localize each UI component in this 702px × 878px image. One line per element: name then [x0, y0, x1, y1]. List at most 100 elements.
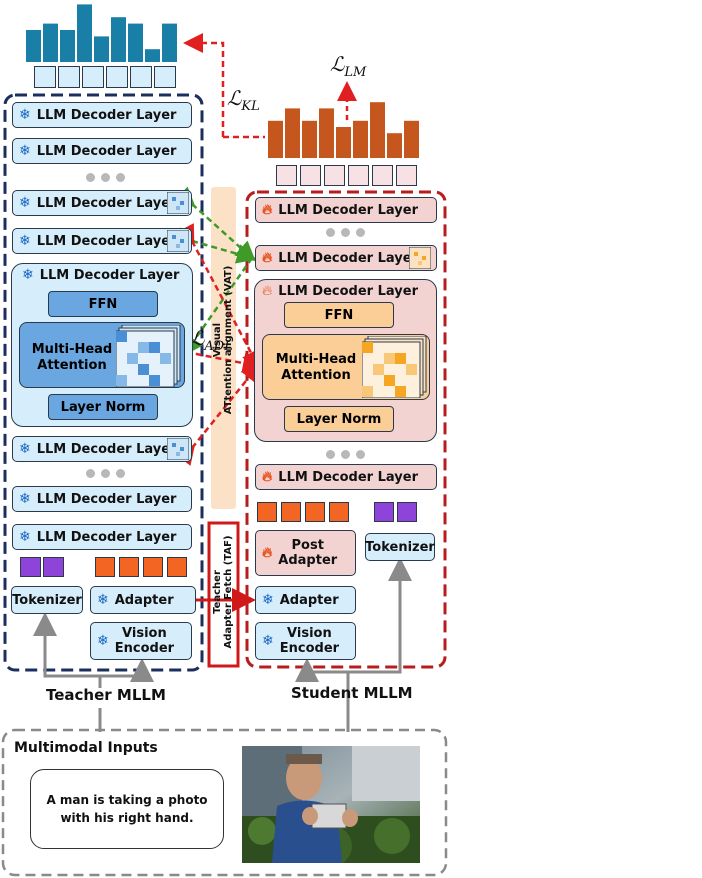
- student-output-tokens: [276, 165, 417, 186]
- snowflake-icon: ❄: [97, 633, 109, 649]
- student-ffn: FFN: [284, 302, 394, 328]
- teacher-title: Teacher MLLM: [46, 686, 166, 704]
- teacher-tokenizer-label: Tokenizer: [12, 592, 82, 608]
- teacher-ellipsis: [86, 469, 125, 478]
- teacher-decoder-label: LLM Decoder Layer: [36, 195, 177, 211]
- student-adapter-label: Adapter: [279, 592, 339, 608]
- inputs-title: Multimodal Inputs: [14, 740, 158, 756]
- teacher-ffn: FFN: [48, 291, 158, 317]
- teacher-ellipsis: [86, 173, 125, 182]
- fire-icon: 🔥︎: [262, 283, 273, 299]
- student-mha-line1: Multi-Head: [275, 352, 357, 367]
- teacher-decoder-layer: ❄LLM Decoder Layer: [12, 102, 192, 128]
- teacher-decoder-layer: ❄ LLM Decoder Layer: [12, 486, 192, 512]
- snowflake-icon: ❄: [262, 633, 274, 649]
- loss-adl-sub: ADL: [204, 339, 233, 354]
- student-output-token: [324, 165, 345, 186]
- text-token: [397, 502, 417, 522]
- loss-lm-symbol: ℒ: [330, 52, 345, 76]
- loss-kl-sub: KL: [241, 99, 260, 114]
- vat-label: Visual ATtention alignment (VAT): [212, 180, 236, 500]
- ellipsis-dot: [86, 173, 95, 182]
- student-decoder-label: LLM Decoder Layer: [278, 250, 418, 266]
- taf-label: Teacher Adapter Fetch (TAF): [212, 524, 236, 660]
- ellipsis-dot: [326, 450, 335, 459]
- teacher-decoder-layer: ❄ LLM Decoder Layer: [12, 436, 192, 462]
- teacher-output-token: [58, 66, 80, 88]
- teacher-logit-bar: [60, 30, 75, 62]
- text-input-box: A man is taking a photo with his right h…: [30, 769, 224, 849]
- vat-label-line1: Visual: [212, 322, 223, 358]
- teacher-logit-bar: [145, 49, 160, 62]
- fire-icon: 🔥︎: [262, 469, 273, 485]
- inputs-frame: [1, 728, 448, 877]
- ellipsis-dot: [326, 228, 335, 237]
- student-title: Student MLLM: [291, 684, 413, 702]
- fire-icon: 🔥︎: [262, 545, 273, 561]
- teacher-vision-line1: Vision: [122, 626, 167, 641]
- student-expanded-title: 🔥︎LLM Decoder Layer: [262, 283, 418, 299]
- teacher-logit-bar: [111, 17, 126, 62]
- loss-adl-label: ℒADL: [190, 326, 233, 354]
- student-ellipsis: [326, 450, 365, 459]
- attention-map-icon: [167, 192, 189, 214]
- student-vision-line1: Vision: [287, 626, 332, 641]
- student-decoder-label: LLM Decoder Layer: [278, 469, 418, 485]
- snowflake-icon: ❄: [19, 143, 31, 159]
- snowflake-icon: ❄: [22, 267, 34, 283]
- fire-icon: 🔥︎: [262, 202, 273, 218]
- loss-lm-sub: LM: [344, 65, 367, 80]
- ellipsis-dot: [116, 173, 125, 182]
- loss-kl-label: ℒKL: [227, 86, 260, 114]
- text-token: [374, 502, 394, 522]
- text-token: [20, 557, 41, 577]
- student-logit-bar: [268, 120, 283, 158]
- teacher-expanded-title: ❄ LLM Decoder Layer: [22, 267, 179, 283]
- student-logit-bar: [404, 120, 419, 158]
- teacher-decoder-layer: ❄ LLM Decoder Layer: [12, 228, 192, 254]
- teacher-expanded-label: LLM Decoder Layer: [39, 268, 180, 283]
- teacher-decoder-label: LLM Decoder Layer: [36, 233, 177, 249]
- teacher-vision-line2: Encoder: [114, 641, 175, 656]
- ellipsis-dot: [116, 469, 125, 478]
- teacher-mha-line2: Attention: [37, 358, 107, 373]
- loss-lm-label: ℒLM: [330, 52, 366, 80]
- student-layer-norm: Layer Norm: [284, 406, 394, 432]
- teacher-output-token: [106, 66, 128, 88]
- student-logit-bar: [353, 120, 368, 158]
- teacher-output-token: [82, 66, 104, 88]
- teacher-decoder-label: LLM Decoder Layer: [36, 491, 177, 507]
- input-photo: [242, 746, 420, 863]
- student-output-token: [372, 165, 393, 186]
- student-post-adapter-line2: Adapter: [278, 553, 338, 568]
- teacher-logit-bar: [162, 23, 177, 63]
- ellipsis-dot: [101, 469, 110, 478]
- ellipsis-dot: [356, 228, 365, 237]
- teacher-visual-tokens: [95, 557, 187, 577]
- student-logit-bar: [302, 120, 317, 158]
- teacher-decoder-label: LLM Decoder Layer: [36, 441, 177, 457]
- snowflake-icon: ❄: [19, 491, 31, 507]
- snowflake-icon: ❄: [19, 441, 31, 457]
- teacher-logit-bar: [77, 4, 92, 62]
- snowflake-icon: ❄: [19, 233, 31, 249]
- attention-map-icon: [167, 438, 189, 460]
- attention-map-icon: [409, 247, 431, 269]
- teacher-mha-line1: Multi-Head: [31, 342, 113, 357]
- visual-token: [119, 557, 139, 577]
- snowflake-icon: ❄: [19, 107, 31, 123]
- teacher-adapter: ❄Adapter: [90, 586, 196, 614]
- caption-line2: with his right hand.: [60, 811, 194, 825]
- teacher-text-tokens: [20, 557, 64, 577]
- teacher-output-tokens: [34, 66, 176, 88]
- input-arrow-teacher: [33, 612, 100, 678]
- student-output-token: [300, 165, 321, 186]
- ellipsis-dot: [356, 450, 365, 459]
- vat-arrow-red-3: [174, 362, 262, 466]
- snowflake-icon: ❄: [97, 592, 109, 608]
- student-logit-bars: [268, 102, 419, 158]
- ellipsis-dot: [101, 173, 110, 182]
- student-post-adapter-line1: Post: [291, 538, 324, 553]
- student-mha-line2: Attention: [281, 368, 351, 383]
- teacher-ffn-label: FFN: [88, 296, 118, 312]
